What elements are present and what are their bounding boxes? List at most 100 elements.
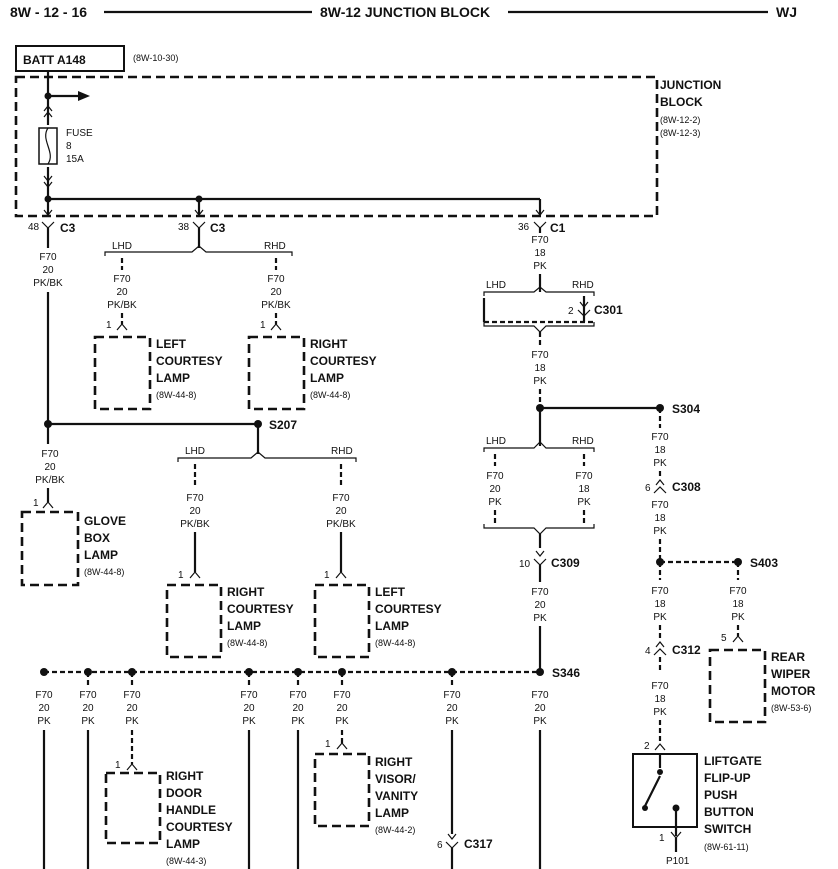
option-lhd: LHD xyxy=(486,280,506,291)
pin-1: 1 xyxy=(325,739,331,750)
pin-5: 5 xyxy=(721,633,727,644)
fuse-label: FUSE xyxy=(66,128,93,139)
right-visor-vanity-lamp: RIGHT VISOR/ VANITY LAMP (8W-44-2) xyxy=(313,752,418,835)
bus-drop-8: F70 20 PK xyxy=(531,690,549,869)
component-label: FLIP-UP xyxy=(704,771,751,785)
component-label: COURTESY xyxy=(156,354,223,368)
wire-circuit: F70 xyxy=(651,432,669,443)
wire-color: PK/BK xyxy=(261,300,291,311)
wire-color: PK xyxy=(577,497,591,508)
component-label: COURTESY xyxy=(310,354,377,368)
wire-gauge: 18 xyxy=(732,599,744,610)
wire-color: PK xyxy=(533,613,547,624)
wire-color: PK xyxy=(335,716,349,727)
option-rhd: RHD xyxy=(264,241,286,252)
wire-gauge: 20 xyxy=(38,703,50,714)
component-ref: (8W-44-2) xyxy=(375,825,415,835)
batt-source: BATT A148 (8W-10-30) xyxy=(15,45,178,72)
pin-1: 1 xyxy=(33,498,39,509)
component-ref: (8W-44-8) xyxy=(310,390,350,400)
pin-number: 10 xyxy=(519,559,531,570)
pin-number: 4 xyxy=(645,646,651,657)
wire-circuit: F70 xyxy=(333,690,351,701)
wire-circuit: F70 xyxy=(35,690,53,701)
wire-color: PK xyxy=(533,261,547,272)
pin-1: 1 xyxy=(260,320,266,331)
wire-color: PK/BK xyxy=(326,519,356,530)
component-ref: (8W-44-3) xyxy=(166,856,206,866)
component-label: RIGHT xyxy=(166,769,204,783)
connector-label-c3: C3 xyxy=(210,221,226,235)
wire-circuit: F70 xyxy=(39,252,57,263)
pin-1: 1 xyxy=(178,570,184,581)
connector-c301: 2 C301 xyxy=(568,301,623,317)
bus-drop-6: F70 20 PK 1 xyxy=(325,672,351,750)
wire-circuit: F70 xyxy=(123,690,141,701)
wire-circuit: F70 xyxy=(531,690,549,701)
wire-circuit: F70 xyxy=(79,690,97,701)
wire-gauge: 20 xyxy=(446,703,458,714)
component-label: GLOVE xyxy=(84,514,126,528)
wire-gauge: 20 xyxy=(270,287,282,298)
component-ref: (8W-44-8) xyxy=(156,390,196,400)
wire-gauge: 20 xyxy=(534,703,546,714)
splice-s304: S304 xyxy=(672,402,700,416)
wire-gauge: 18 xyxy=(654,513,666,524)
wire-gauge: 20 xyxy=(116,287,128,298)
component-ref: (8W-61-11) xyxy=(704,842,749,852)
splice-s207: S207 xyxy=(269,418,297,432)
wire-gauge: 18 xyxy=(578,484,590,495)
wire-color: PK xyxy=(125,716,139,727)
connector-c1-36: 36 C1 xyxy=(518,209,566,235)
option-rhd: RHD xyxy=(331,446,353,457)
wire-color: PK/BK xyxy=(35,475,65,486)
upper-option-branch: LHD RHD F70 20 PK/BK 1 F70 20 PK/BK 1 xyxy=(104,228,293,331)
junction-block-ref-1: (8W-12-2) xyxy=(660,115,700,125)
bus-drop-7: F70 20 PK 6 C317 xyxy=(437,672,493,869)
wire-circuit: F70 xyxy=(651,500,669,511)
wire-gauge: 20 xyxy=(42,265,54,276)
pin-1: 1 xyxy=(115,760,121,771)
page-header: 8W - 12 - 16 8W-12 JUNCTION BLOCK WJ xyxy=(10,4,797,20)
pin-48: 48 xyxy=(28,222,40,233)
wire-color: PK/BK xyxy=(107,300,137,311)
left-courtesy-lamp: LEFT COURTESY LAMP (8W-44-8) xyxy=(93,335,223,411)
connector-c3-38: 38 C3 xyxy=(178,209,226,235)
wire-gauge: 18 xyxy=(534,363,546,374)
bus-drop-2: F70 20 PK xyxy=(79,672,97,869)
wire-gauge: 20 xyxy=(243,703,255,714)
right-courtesy-lamp: RIGHT COURTESY LAMP (8W-44-8) xyxy=(247,335,377,411)
wire-circuit: F70 xyxy=(531,350,549,361)
component-label: SWITCH xyxy=(704,822,751,836)
wire-circuit: F70 xyxy=(267,274,285,285)
connector-label-c301: C301 xyxy=(594,303,623,317)
component-ref: (8W-44-8) xyxy=(84,567,124,577)
wire-circuit: F70 xyxy=(531,235,549,246)
batt-label: BATT A148 xyxy=(23,53,86,67)
wire-gauge: 18 xyxy=(654,694,666,705)
wire-circuit: F70 xyxy=(575,471,593,482)
component-label: BUTTON xyxy=(704,805,754,819)
splice-s403: S403 xyxy=(750,556,778,570)
wire-color: PK xyxy=(653,458,667,469)
wire-circuit: F70 xyxy=(486,471,504,482)
wire-circuit: F70 xyxy=(651,681,669,692)
wire-color: PK xyxy=(653,612,667,623)
component-label: LAMP xyxy=(375,619,409,633)
wire-color: PK xyxy=(653,707,667,718)
component-ref: (8W-44-8) xyxy=(375,638,415,648)
wire-gauge: 20 xyxy=(489,484,501,495)
connector-c3-48: 48 C3 xyxy=(28,209,76,235)
pin-38: 38 xyxy=(178,222,190,233)
batt-ref: (8W-10-30) xyxy=(133,53,178,63)
fuse-8-icon xyxy=(38,127,58,165)
left-courtesy-lamp-2: LEFT COURTESY LAMP (8W-44-8) xyxy=(313,583,442,659)
splice-s346: S346 xyxy=(552,666,580,680)
component-label: COURTESY xyxy=(227,602,294,616)
wire-color: PK xyxy=(533,716,547,727)
component-label: RIGHT xyxy=(375,755,413,769)
fuse-number: 8 xyxy=(66,141,72,152)
pin-36: 36 xyxy=(518,222,530,233)
component-label: VANITY xyxy=(375,789,418,803)
wire-color: PK xyxy=(731,612,745,623)
